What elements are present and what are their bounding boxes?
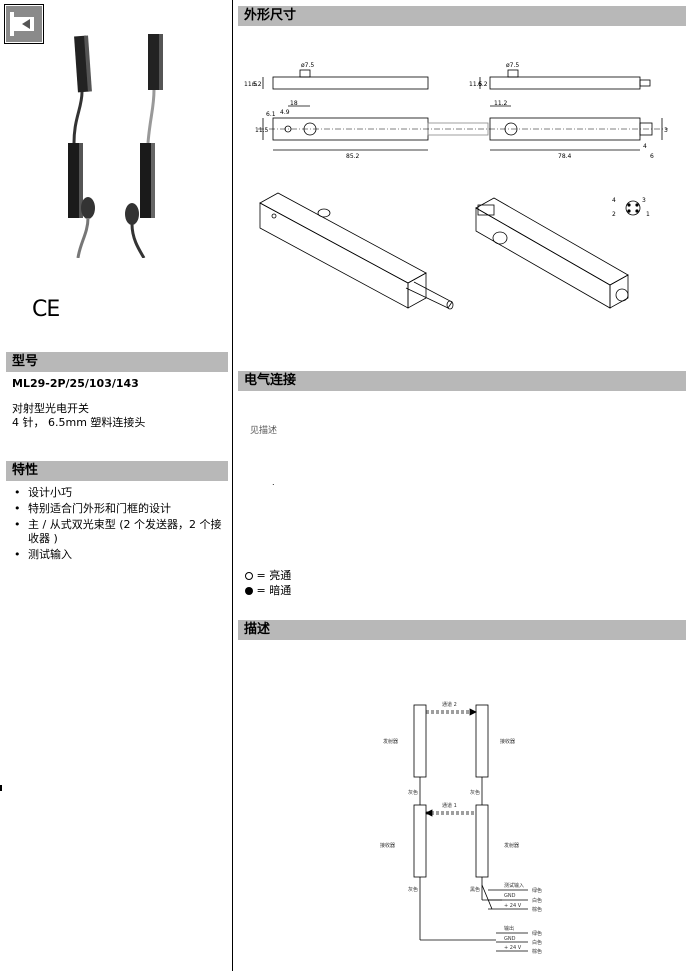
diagram-label: + 24 V — [504, 945, 522, 951]
legend-text: = 亮通 — [256, 569, 292, 582]
model-description-1: 对射型光电开关 — [12, 402, 89, 415]
logo-icon — [4, 4, 44, 44]
dim-label: ø7.5 — [506, 62, 519, 69]
dim-label: 6 — [650, 153, 654, 160]
feature-item: 特别适合门外形和门框的设计 — [12, 502, 228, 516]
diagram-label: 接收器 — [500, 738, 515, 745]
diagram-label: GND — [504, 936, 516, 942]
diagram-label: + 24 V — [504, 903, 522, 909]
dimension-drawing: ø7.5 ø7.5 11.5 6.2 11.5 6.2 18 4.9 6.1 1… — [244, 62, 668, 310]
electrical-dot: . — [272, 478, 275, 487]
legend-text: = 暗通 — [256, 584, 292, 597]
features-list: 设计小巧 特别适合门外形和门框的设计 主 / 从式双光束型 (2 个发送器，2 … — [12, 486, 228, 564]
dim-label: 11.5 — [469, 81, 483, 88]
feature-item: 设计小巧 — [12, 486, 228, 500]
electrical-note: 见描述 — [250, 426, 278, 436]
dim-label: 6.2 — [252, 81, 262, 88]
diagram-label: 通道 2 — [442, 701, 457, 708]
legend-light-on: = 亮通 — [245, 569, 291, 583]
section-header-electrical: 电气连接 — [238, 371, 686, 391]
dim-label: 4.9 — [280, 109, 290, 116]
dim-label: 11.5 — [255, 127, 269, 134]
dim-label: 11.2 — [494, 100, 508, 107]
diagram-label: 绿色 — [532, 887, 542, 894]
legend-dark-on: = 暗通 — [245, 584, 291, 598]
diagram-label: 发射器 — [504, 842, 519, 849]
dim-label: 4 — [643, 143, 647, 150]
diagram-label: 灰色 — [408, 886, 418, 893]
section-header-features: 特性 — [6, 461, 228, 481]
diagram-label: 通道 1 — [442, 802, 457, 809]
dim-label: 85.2 — [346, 153, 360, 160]
pin-label: 2 — [612, 211, 616, 218]
dim-label: 3 — [664, 127, 668, 134]
ce-mark: CE — [32, 297, 60, 322]
diagram-label: 灰色 — [408, 789, 418, 796]
diagram-label: 输出 — [504, 925, 514, 932]
dim-label: 6.1 — [266, 111, 276, 118]
feature-item: 主 / 从式双光束型 (2 个发送器，2 个接收器 ) — [12, 518, 228, 546]
margin-mark — [0, 785, 2, 791]
filled-circle-icon — [245, 587, 253, 595]
dim-label: 11.5 — [244, 81, 258, 88]
diagram-label: 测试输入 — [504, 882, 524, 889]
dim-label: 78.4 — [558, 153, 572, 160]
diagram-label: 棕色 — [532, 906, 542, 913]
feature-item: 测试输入 — [12, 548, 228, 562]
pin-label: 3 — [642, 197, 646, 204]
column-divider — [232, 0, 233, 971]
section-header-model: 型号 — [6, 352, 228, 372]
diagram-label: 发射器 — [383, 738, 398, 745]
diagram-label: 灰色 — [470, 789, 480, 796]
diagram-label: 黑色 — [470, 886, 480, 893]
pin-label: 1 — [646, 211, 650, 218]
diagram-label: 白色 — [532, 897, 542, 904]
pin-label: 4 — [612, 197, 616, 204]
diagram-label: 绿色 — [532, 930, 542, 937]
open-circle-icon — [245, 572, 253, 580]
product-photo — [58, 28, 178, 259]
diagram-label: GND — [504, 893, 516, 899]
dim-label: ø7.5 — [301, 62, 314, 69]
section-header-description: 描述 — [238, 620, 686, 640]
diagram-label: 接收器 — [380, 842, 395, 849]
section-header-dimensions: 外形尺寸 — [238, 6, 686, 26]
diagram-label: 白色 — [532, 939, 542, 946]
wiring-diagram: 通道 2 通道 1 发射器 接收器 接收器 发射器 灰色 灰色 灰色 黑色 测试… — [380, 701, 542, 955]
model-description-2: 4 针， 6.5mm 塑料连接头 — [12, 416, 146, 429]
dim-label: 18 — [290, 100, 298, 107]
model-number: ML29-2P/25/103/143 — [12, 377, 139, 390]
dim-label: 6.2 — [478, 81, 488, 88]
diagram-label: 棕色 — [532, 948, 542, 955]
